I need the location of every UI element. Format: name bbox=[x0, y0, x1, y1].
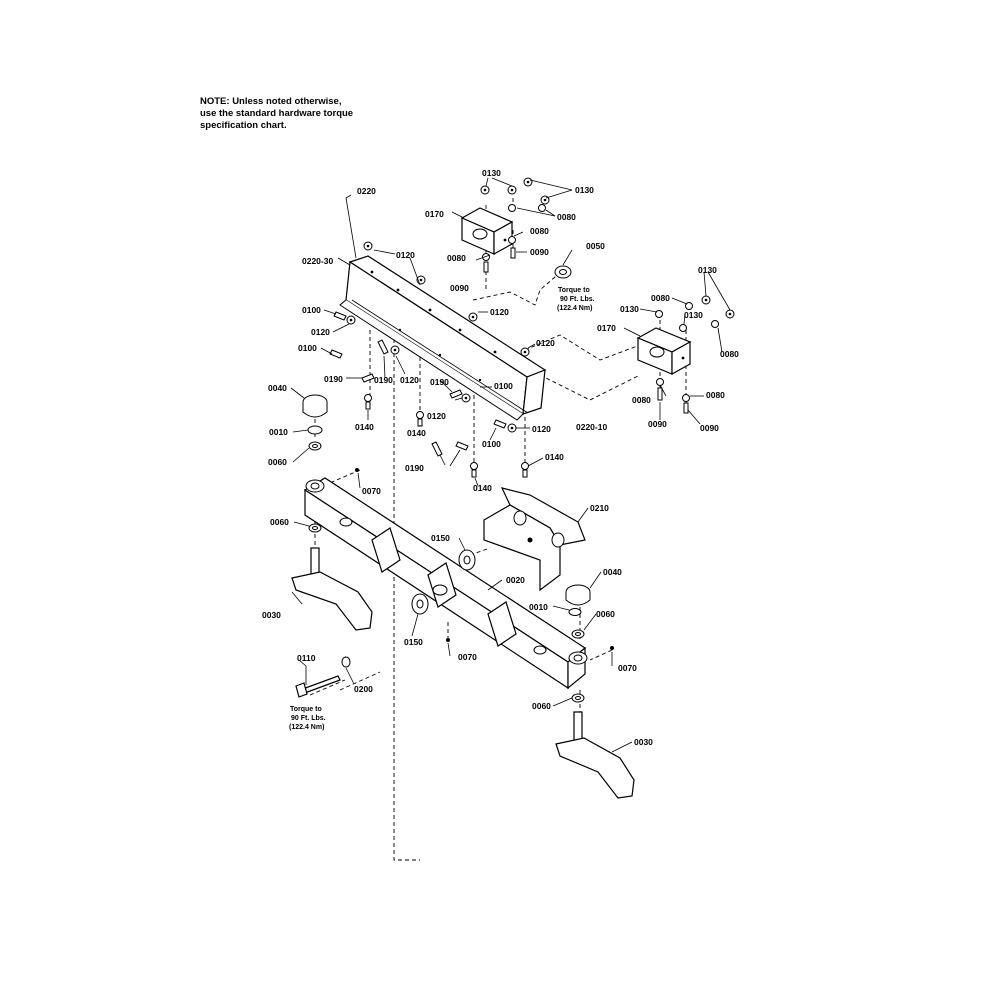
label-0100-c: 0100 bbox=[494, 381, 513, 391]
label-0090-c: 0090 bbox=[648, 419, 667, 429]
label-0010-a: 0010 bbox=[269, 427, 288, 437]
label-0060-b: 0060 bbox=[270, 517, 289, 527]
hardware bbox=[295, 177, 735, 703]
bracket-right bbox=[636, 327, 692, 376]
pivot-bracket bbox=[411, 487, 586, 615]
label-0060-d: 0060 bbox=[532, 701, 551, 711]
label-0080-d: 0080 bbox=[651, 293, 670, 303]
label-0190-a: 0190 bbox=[324, 374, 343, 384]
torque-upper-line-3: (122.4 Nm) bbox=[557, 305, 592, 312]
label-0050: 0050 bbox=[586, 241, 605, 251]
label-0140-c: 0140 bbox=[473, 483, 492, 493]
label-0120-f: 0120 bbox=[427, 411, 446, 421]
label-0120-e: 0120 bbox=[400, 375, 419, 385]
label-0080-g: 0080 bbox=[706, 390, 725, 400]
bracket-upper bbox=[460, 207, 514, 256]
label-0140-d: 0140 bbox=[545, 452, 564, 462]
note-line-1: NOTE: Unless noted otherwise, bbox=[200, 96, 342, 107]
label-0030-b: 0030 bbox=[634, 737, 653, 747]
label-0070-c: 0070 bbox=[618, 663, 637, 673]
label-0100-a: 0100 bbox=[302, 305, 321, 315]
main-beam bbox=[339, 255, 547, 421]
label-0190-c: 0190 bbox=[430, 377, 449, 387]
label-0120-c: 0120 bbox=[311, 327, 330, 337]
torque-lower-line-2: 90 Ft. Lbs. bbox=[291, 715, 326, 722]
label-0090-a: 0090 bbox=[530, 247, 549, 257]
label-0120-d: 0120 bbox=[536, 338, 555, 348]
label-0100-b: 0100 bbox=[298, 343, 317, 353]
label-0220-30: 0220-30 bbox=[302, 256, 333, 266]
label-0080-f: 0080 bbox=[632, 395, 651, 405]
label-0110: 0110 bbox=[297, 653, 316, 663]
label-0060-a: 0060 bbox=[268, 457, 287, 467]
label-0140-b: 0140 bbox=[407, 428, 426, 438]
label-0090-b: 0090 bbox=[450, 283, 469, 293]
label-0190-b: 0190 bbox=[374, 375, 393, 385]
label-0120-g: 0120 bbox=[532, 424, 551, 434]
label-0120-b: 0120 bbox=[490, 307, 509, 317]
note-line-3: specification chart. bbox=[200, 120, 287, 131]
spindle-right bbox=[555, 711, 635, 799]
label-0200: 0200 bbox=[354, 684, 373, 694]
label-0090-d: 0090 bbox=[700, 423, 719, 433]
label-0040-a: 0040 bbox=[268, 383, 287, 393]
label-0210: 0210 bbox=[590, 503, 609, 513]
label-0170-b: 0170 bbox=[597, 323, 616, 333]
label-0100-d: 0100 bbox=[482, 439, 501, 449]
label-0130-e: 0130 bbox=[684, 310, 703, 320]
label-0010-b: 0010 bbox=[529, 602, 548, 612]
label-0040-b: 0040 bbox=[603, 567, 622, 577]
torque-upper-line-2: 90 Ft. Lbs. bbox=[560, 296, 595, 303]
label-0140-a: 0140 bbox=[355, 422, 374, 432]
label-0220: 0220 bbox=[357, 186, 376, 196]
label-0190-d: 0190 bbox=[405, 463, 424, 473]
label-0080-c: 0080 bbox=[447, 253, 466, 263]
label-0130-c: 0130 bbox=[698, 265, 717, 275]
torque-callout-upper: Torque to 90 Ft. Lbs. (122.4 Nm) bbox=[557, 287, 595, 312]
label-0020: 0020 bbox=[506, 575, 525, 585]
torque-upper-line-1: Torque to bbox=[558, 287, 590, 294]
label-0170-a: 0170 bbox=[425, 209, 444, 219]
label-0150-b: 0150 bbox=[404, 637, 423, 647]
label-0080-b: 0080 bbox=[530, 226, 549, 236]
part-labels: 0220 0220-30 0220-10 0130 0130 0130 0130… bbox=[262, 168, 739, 747]
label-0070-b: 0070 bbox=[458, 652, 477, 662]
torque-lower-line-1: Torque to bbox=[290, 706, 322, 713]
label-0130-a: 0130 bbox=[482, 168, 501, 178]
label-0070-a: 0070 bbox=[362, 486, 381, 496]
label-0130-b: 0130 bbox=[575, 185, 594, 195]
torque-note: NOTE: Unless noted otherwise, use the st… bbox=[200, 96, 353, 132]
label-0030-a: 0030 bbox=[262, 610, 281, 620]
torque-lower-line-3: (122.4 Nm) bbox=[289, 724, 324, 731]
label-0080-e: 0080 bbox=[720, 349, 739, 359]
label-0220-10: 0220-10 bbox=[576, 422, 607, 432]
label-0150-a: 0150 bbox=[431, 533, 450, 543]
spindle-left bbox=[291, 547, 373, 631]
note-line-2: use the standard hardware torque bbox=[200, 108, 354, 119]
torque-callout-lower: Torque to 90 Ft. Lbs. (122.4 Nm) bbox=[289, 706, 326, 731]
label-0060-c: 0060 bbox=[596, 609, 615, 619]
front-axle bbox=[303, 477, 588, 690]
label-0130-d: 0130 bbox=[620, 304, 639, 314]
label-0080-a: 0080 bbox=[557, 212, 576, 222]
leader-lines bbox=[290, 177, 731, 753]
label-0120-a: 0120 bbox=[396, 250, 415, 260]
